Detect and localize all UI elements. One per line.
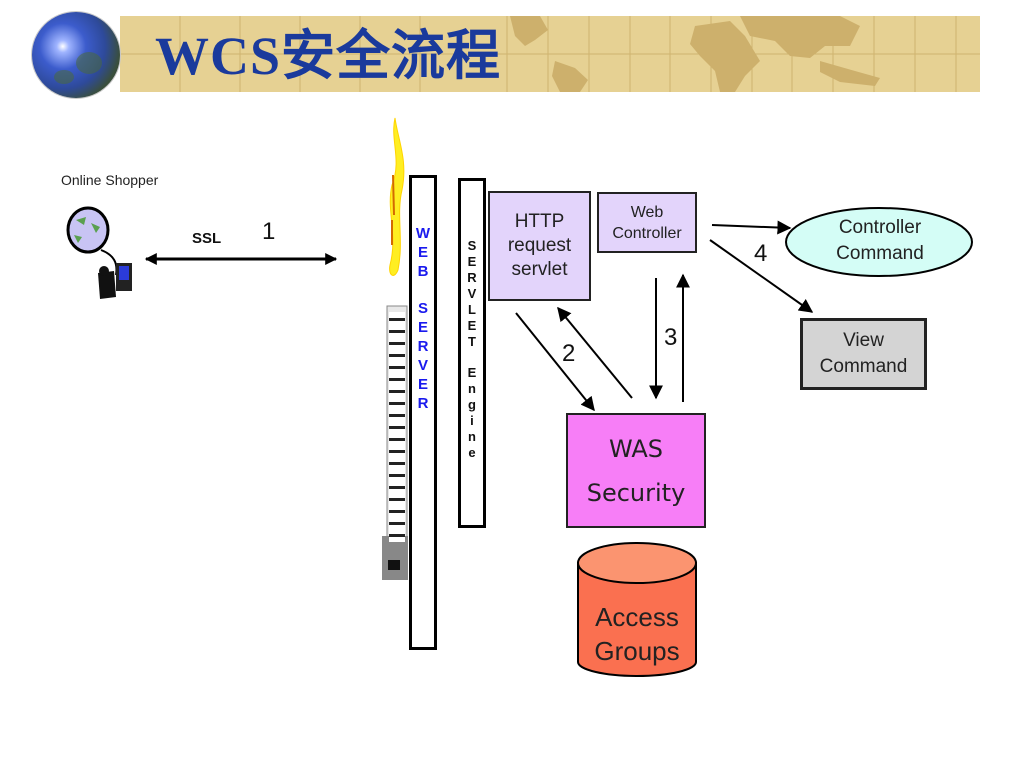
- view-command-line-2: Command: [819, 356, 908, 377]
- arrow-to-view-command: [709, 239, 814, 313]
- step-2-label: 2: [562, 340, 576, 367]
- vertical-letter: R: [467, 270, 477, 285]
- step-4-label: 4: [754, 240, 768, 267]
- slide-title: WCS安全流程: [155, 26, 502, 86]
- step-1-label: 1: [262, 218, 276, 245]
- access-groups-line-2: Groups: [594, 636, 680, 666]
- vertical-letter: E: [467, 254, 477, 269]
- vertical-letter: V: [467, 286, 477, 301]
- title-banner: [120, 16, 980, 92]
- step-3-label: 3: [664, 324, 678, 351]
- controller-command-label: Controller Command: [790, 215, 970, 267]
- vertical-letter: V: [417, 357, 428, 374]
- vertical-letter: L: [468, 302, 476, 317]
- web-controller-line-2: Controller: [612, 224, 682, 242]
- http-servlet-line-1: HTTP: [514, 211, 565, 232]
- firewall-flame-icon: [389, 117, 405, 276]
- vertical-letter: E: [467, 318, 477, 333]
- view-command-box: View Command: [800, 318, 927, 390]
- vertical-letter: n: [468, 381, 476, 396]
- access-groups-label: Access Groups: [578, 600, 696, 668]
- vertical-letter: S: [467, 238, 477, 253]
- was-security-box: WAS Security: [566, 413, 706, 528]
- vertical-letter: E: [417, 244, 428, 261]
- arrow-was-to-http: [557, 306, 633, 399]
- vertical-letter: E: [417, 376, 428, 393]
- http-servlet-line-2: request: [507, 235, 572, 256]
- http-servlet-line-3: servlet: [511, 259, 568, 280]
- controller-command-line-1: Controller: [838, 217, 922, 238]
- globe-logo-icon: [32, 12, 120, 98]
- online-shopper-label: Online Shopper: [61, 172, 159, 188]
- controller-command-line-2: Command: [836, 243, 924, 264]
- access-groups-cylinder: [577, 542, 697, 677]
- was-security-line-2: Security: [586, 478, 686, 507]
- vertical-letter: R: [417, 395, 429, 412]
- vertical-letter: R: [417, 338, 429, 355]
- web-controller-line-1: Web: [630, 203, 664, 221]
- arrow-http-to-was: [515, 312, 595, 412]
- access-groups-line-1: Access: [595, 602, 679, 632]
- vertical-letter: S: [417, 300, 428, 317]
- vertical-letter: g: [468, 397, 476, 412]
- vertical-letter: E: [417, 319, 428, 336]
- vertical-letter: B: [417, 263, 429, 280]
- vertical-letter: n: [468, 429, 476, 444]
- server-rack-slots: [389, 312, 405, 542]
- arrow-to-controller-command: [711, 220, 792, 235]
- web-controller-box: Web Controller: [597, 192, 697, 253]
- vertical-letter: T: [468, 334, 476, 349]
- vertical-letter: W: [415, 225, 431, 242]
- vertical-letter: e: [468, 445, 476, 460]
- view-command-line-1: View: [843, 330, 884, 351]
- online-shopper-icon: [66, 205, 146, 301]
- vertical-letter: E: [467, 365, 477, 380]
- controller-command-ellipse: [785, 207, 973, 277]
- http-request-servlet-box: HTTP request servlet: [488, 191, 591, 301]
- ssl-label: SSL: [192, 230, 222, 247]
- vertical-letter: i: [470, 413, 474, 428]
- was-security-line-1: WAS: [608, 434, 664, 463]
- world-map-background: [120, 16, 980, 92]
